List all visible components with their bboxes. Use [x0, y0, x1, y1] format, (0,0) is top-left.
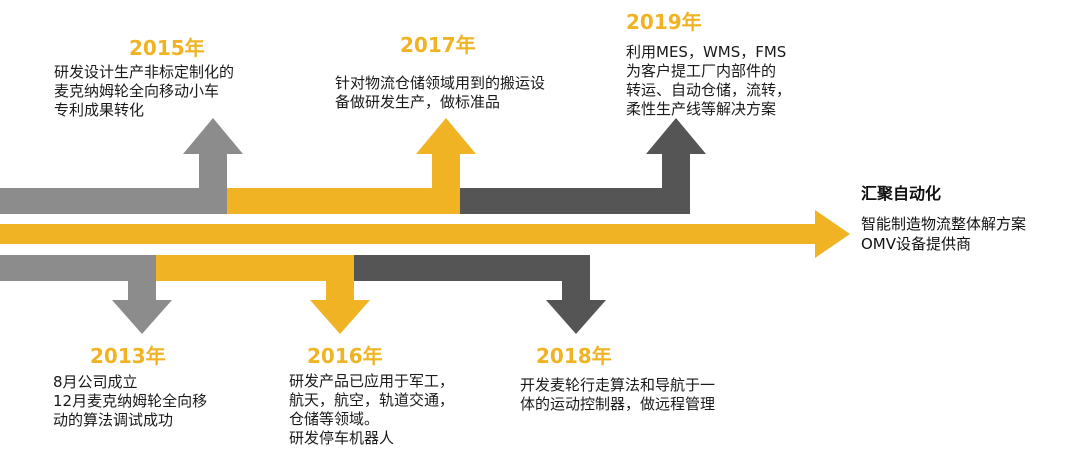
goal-title: 汇聚自动化 [861, 184, 942, 203]
arrow-2019-up [420, 118, 706, 214]
arrow-2017-up [205, 118, 476, 214]
year-2015: 2015年 [129, 36, 205, 60]
milestone-text-2017: 针对物流仓储领域用到的搬运设 备做研发生产，做标准品 [335, 74, 546, 111]
year-2018: 2018年 [536, 344, 612, 368]
year-2016: 2016年 [307, 344, 383, 368]
milestone-text-2016: 研发产品已应用于军工， 航天，航空，轨道交通， 仓储等领域。 研发停车机器人 [289, 372, 455, 447]
year-2017: 2017年 [400, 33, 476, 57]
arrow-2013-down [0, 255, 172, 334]
year-2013: 2013年 [90, 344, 166, 368]
arrow-2016-down [130, 255, 370, 334]
milestone-text-2018: 开发麦轮行走算法和导航于一 体的运动控制器，做远程管理 [520, 376, 716, 413]
goal-line-2: OMV设备提供商 [861, 235, 972, 253]
main-timeline-arrow [0, 210, 850, 258]
milestone-text-2019: 利用MES，WMS，FMS 为客户提工厂内部件的 转运、自动仓储，流转， 柔性生… [626, 43, 792, 118]
milestone-text-2015: 研发设计生产非标定制化的 麦克纳姆轮全向移动小车 专利成果转化 [54, 63, 235, 119]
milestone-text-2013: 8月公司成立 12月麦克纳姆轮全向移 动的算法调试成功 [53, 373, 208, 429]
arrow-2015-up [0, 118, 243, 214]
goal-line-1: 智能制造物流整体解方案 [861, 215, 1027, 233]
arrow-2018-down [310, 255, 606, 334]
year-2019: 2019年 [626, 10, 702, 34]
